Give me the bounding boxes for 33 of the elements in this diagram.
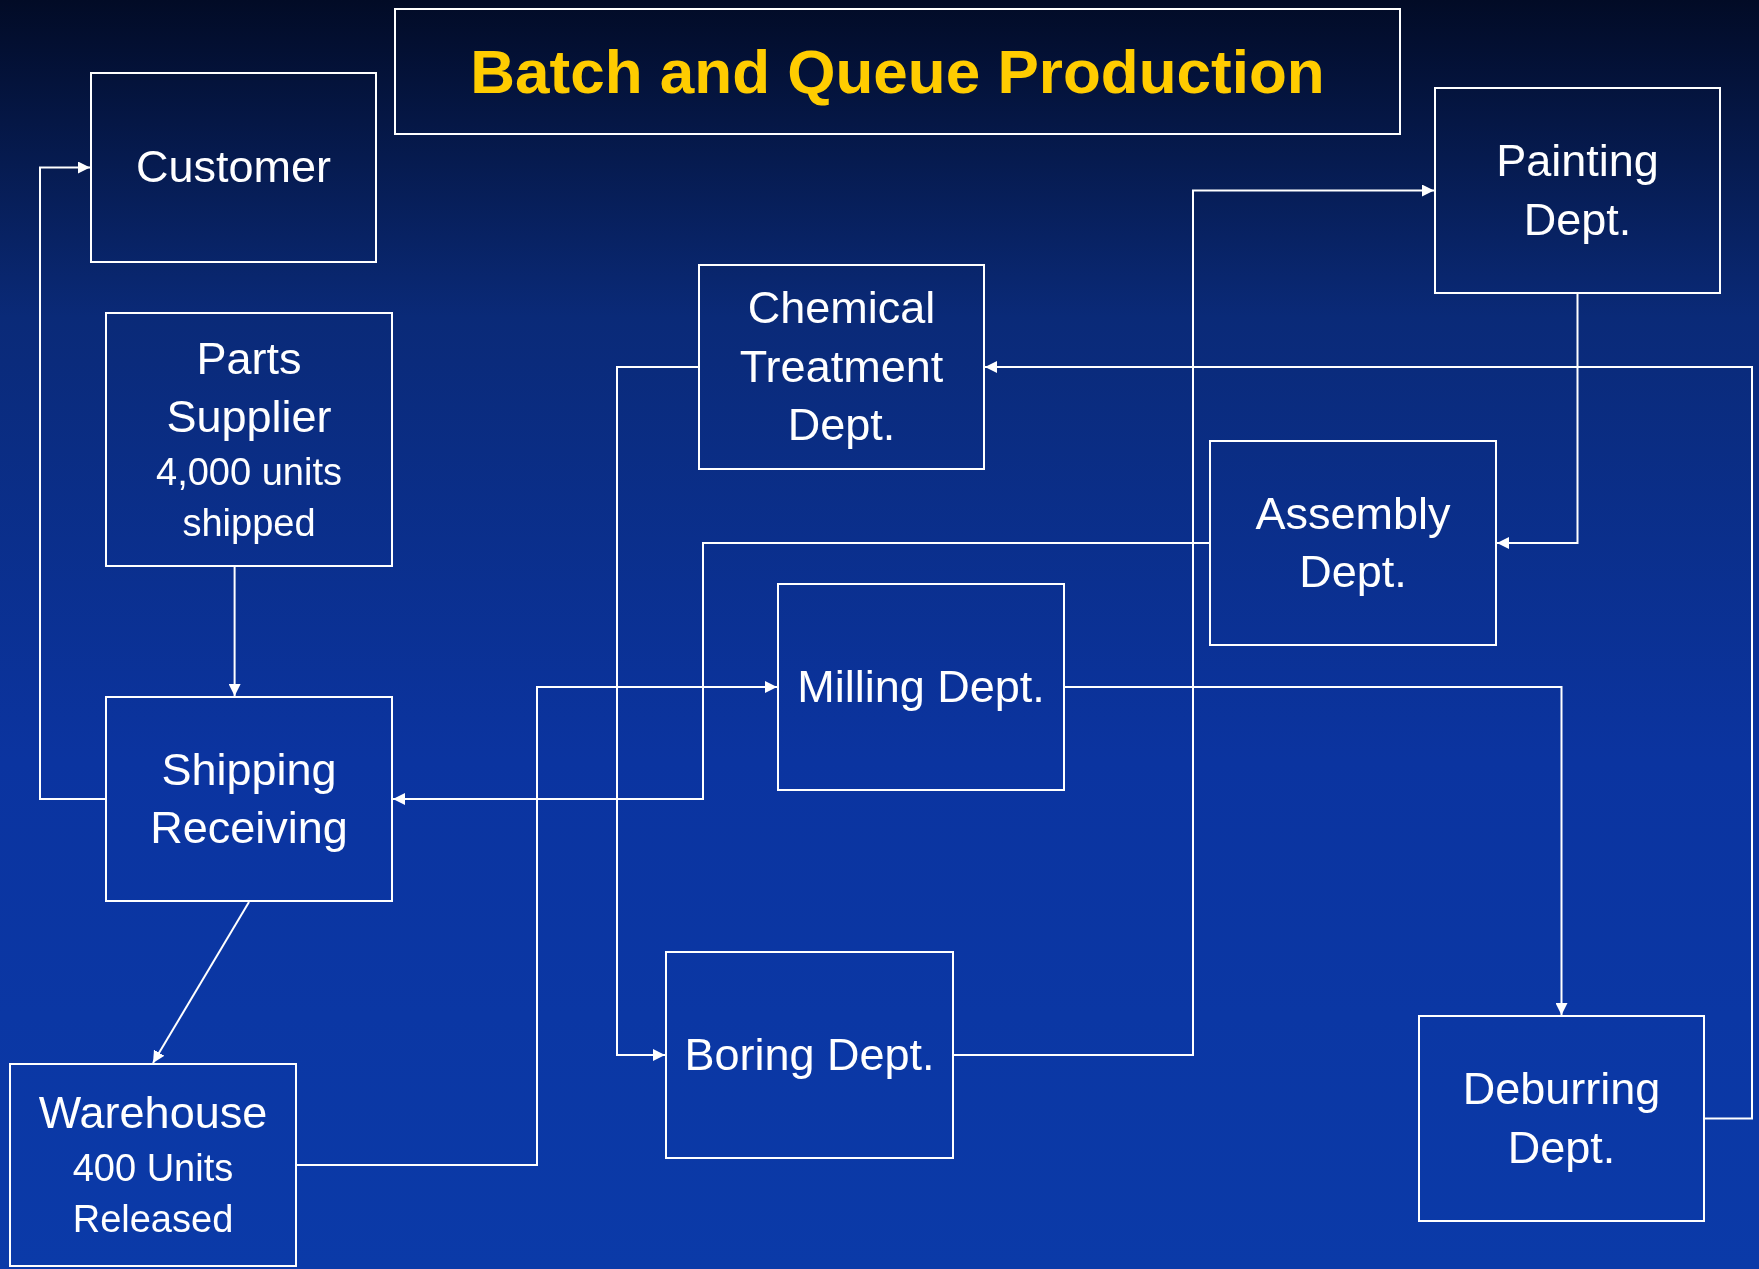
department-box (105, 312, 393, 567)
node-note: 400 Units Released (71, 1145, 235, 1243)
department-box (1418, 1015, 1705, 1222)
node-label: Deburring Dept. (1461, 1062, 1662, 1175)
department-box (665, 951, 954, 1159)
arrow (616, 366, 699, 1061)
arrow (228, 566, 241, 697)
node-label: Boring Dept. (684, 1027, 935, 1082)
arrow (392, 542, 1210, 805)
node-label: Milling Dept. (797, 659, 1045, 714)
node-label: Warehouse (38, 1086, 268, 1141)
node-label: Chemical Treatment Dept. (738, 281, 945, 453)
arrow (953, 184, 1435, 1056)
department-box (1209, 440, 1497, 646)
node-label: Parts Supplier (165, 331, 333, 445)
node-label: Assembly Dept. (1254, 486, 1452, 599)
node-note: 4,000 units shipped (155, 449, 343, 546)
department-box (777, 583, 1065, 791)
arrow (1064, 686, 1568, 1016)
arrow (1496, 293, 1579, 549)
node-label: Shipping Receiving (149, 742, 349, 855)
arrow (39, 161, 106, 800)
node-label: Painting Dept. (1495, 134, 1660, 247)
department-box (1434, 87, 1721, 294)
department-box (698, 264, 985, 470)
department-box (105, 696, 393, 902)
arrow (296, 681, 778, 1166)
department-box (9, 1063, 297, 1267)
title: Batch and Queue Production (470, 36, 1325, 107)
arrow (152, 901, 250, 1064)
node-label: Customer (135, 140, 332, 195)
arrow (984, 361, 1753, 1120)
department-box (90, 72, 377, 263)
